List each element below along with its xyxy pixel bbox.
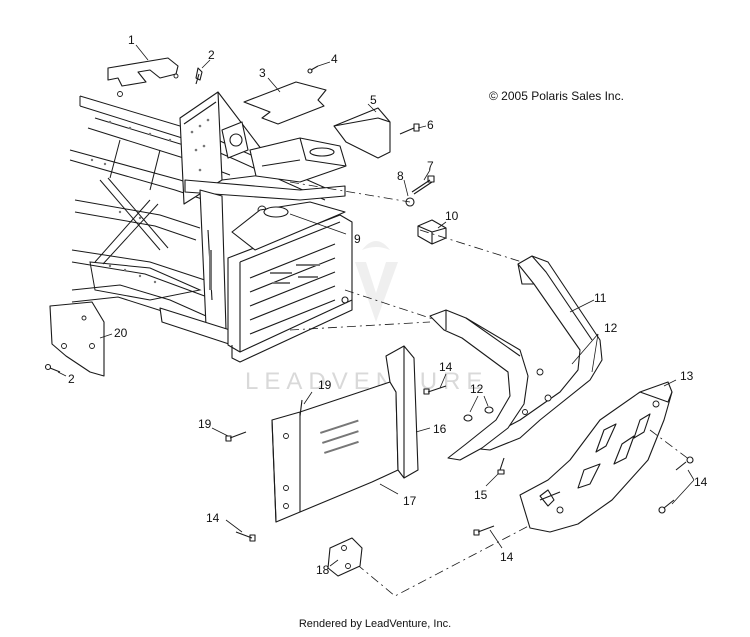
install-line-14-right: [649, 429, 691, 461]
part-16-side-panel: [385, 345, 419, 479]
leader-4: [317, 61, 331, 67]
leader-2-lower: [57, 371, 67, 377]
part-18-bracket: [327, 537, 363, 577]
part-4-screw: [307, 65, 319, 74]
part-9-cap: [263, 206, 289, 218]
part-12-washers: [463, 406, 494, 422]
part-3-plate: [243, 81, 327, 125]
leader-7: [423, 169, 431, 181]
part-2-bolt: [195, 67, 203, 85]
callout-9: 9: [354, 232, 361, 246]
leader-15: [485, 473, 499, 487]
leader-16: [415, 427, 431, 433]
part-5-plate: [333, 107, 391, 159]
part-20-side-panel: [49, 301, 105, 377]
leader-1: [135, 44, 149, 61]
install-line-lower: [344, 289, 437, 321]
callout-2-top: 2: [208, 48, 215, 62]
callout-2-lower: 2: [68, 372, 75, 386]
copyright-notice: © 2005 Polaris Sales Inc.: [489, 89, 624, 103]
part-13-skid-plate: [519, 381, 673, 533]
callout-15: 15: [474, 488, 488, 502]
leader-18: [329, 559, 339, 567]
footer-credit: Rendered by LeadVenture, Inc.: [298, 618, 452, 630]
leader-9: [289, 213, 347, 235]
callout-6: 6: [427, 118, 434, 132]
callout-20: 20: [114, 326, 128, 340]
leader-6: [417, 125, 427, 129]
leader-20: [99, 333, 113, 339]
part-8-nut: [405, 197, 415, 207]
install-line-left: [289, 321, 431, 331]
leader-17: [379, 483, 399, 495]
install-line-upper: [289, 181, 411, 203]
callout-12-mid: 12: [470, 382, 484, 396]
part-7-bolt: [411, 175, 435, 195]
part-17-shroud: [271, 381, 399, 523]
leader-19-left: [211, 427, 229, 437]
leader-12-mid: [469, 395, 489, 413]
leader-14-bottom: [489, 529, 503, 549]
callout-4: 4: [331, 52, 338, 66]
leader-13: [663, 379, 677, 387]
install-line-bumper: [419, 229, 523, 263]
vehicle-frame: [69, 91, 347, 346]
leader-2-top: [201, 59, 211, 69]
leader-10: [437, 221, 447, 229]
callout-14-left: 14: [206, 511, 220, 525]
part-2-screw-lower: [44, 363, 61, 373]
callout-19-left: 19: [198, 417, 212, 431]
part-1-bracket: [107, 57, 179, 97]
callout-16: 16: [433, 422, 447, 436]
watermark-logo: [355, 241, 398, 322]
part-6-bolt: [399, 123, 420, 135]
leader-11: [569, 299, 595, 313]
part-19-screws: [225, 399, 303, 442]
leader-14-right: [671, 469, 695, 505]
callout-8: 8: [397, 169, 404, 183]
part-10-block: [417, 219, 447, 245]
callout-10: 10: [445, 209, 459, 223]
callout-14-bottom: 14: [500, 550, 514, 564]
part-11-bumper: [429, 255, 603, 461]
leader-5: [367, 103, 377, 113]
callout-5: 5: [370, 93, 377, 107]
leader-12-top: [571, 333, 599, 365]
leader-12-top-b: [591, 333, 599, 373]
callout-11: 11: [594, 291, 607, 305]
callout-14-mid: 14: [439, 360, 453, 374]
callout-19-top: 19: [318, 378, 332, 392]
callout-1: 1: [128, 33, 135, 47]
leader-14-mid: [439, 373, 447, 389]
callout-18: 18: [316, 563, 330, 577]
callout-17: 17: [403, 494, 417, 508]
part-15-bolt: [497, 457, 505, 475]
leader-8: [403, 179, 409, 197]
part-14-bolts: [235, 385, 694, 542]
leader-14-left: [225, 519, 243, 533]
callout-3: 3: [259, 66, 266, 80]
radiator-assembly: [227, 201, 353, 363]
callout-14-right: 14: [694, 475, 708, 489]
callout-12-top: 12: [604, 321, 618, 335]
callout-13: 13: [680, 369, 694, 383]
callout-7: 7: [427, 159, 434, 173]
leader-3: [267, 77, 281, 93]
leader-19-top: [303, 391, 313, 405]
